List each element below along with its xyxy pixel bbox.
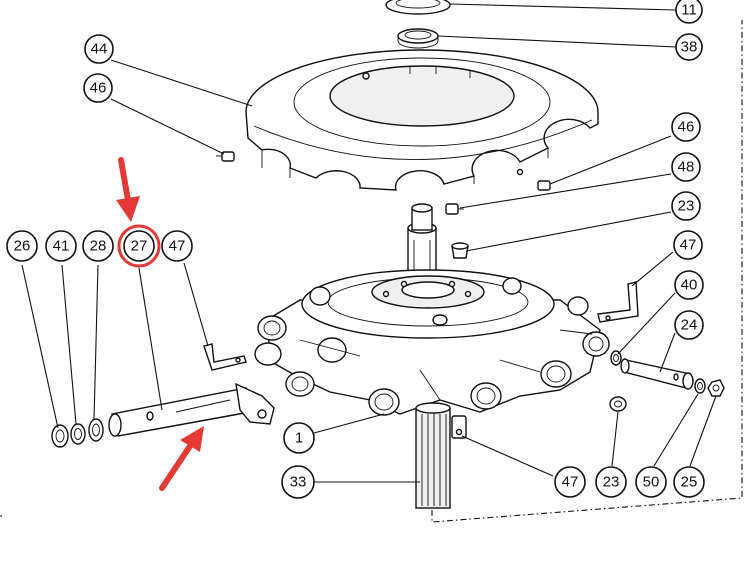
part-bushing-lower (609, 396, 627, 412)
part-grease-nipple (445, 203, 464, 215)
part-pin-right (620, 358, 694, 390)
callout-label: 47 (169, 238, 186, 255)
assembly-boundary (431, 20, 743, 523)
callout-circle (83, 73, 113, 103)
part-screw-right (537, 180, 551, 191)
callout-38: 38 (675, 33, 703, 61)
callout-28: 28 (82, 230, 114, 262)
callout-44: 44 (84, 34, 114, 64)
part-washer-40 (610, 350, 622, 366)
callout-1: 1 (283, 422, 315, 454)
callout-label: 41 (53, 238, 70, 255)
part-bearing-cap (385, 0, 451, 15)
callout-11: 11 (675, 0, 703, 24)
callout-47-left: 47 (161, 230, 193, 262)
callout-label: 50 (643, 474, 660, 491)
part-rotor-hub (254, 269, 610, 416)
callout-label: 27 (131, 238, 148, 255)
callout-circle (123, 230, 155, 262)
callout-circle (635, 466, 667, 498)
arrow-down-icon (116, 157, 140, 222)
callout-circle (281, 465, 315, 499)
callout-circle (82, 230, 114, 262)
callout-label: 24 (681, 317, 698, 334)
part-nut-25 (707, 379, 725, 397)
part-seal-ring (397, 28, 439, 49)
callout-label: 46 (90, 80, 107, 97)
highlight-annotations (116, 157, 204, 491)
part-washer-50 (694, 378, 706, 394)
callout-circle (673, 466, 705, 498)
callout-label: 40 (681, 277, 698, 294)
callout-label: 25 (681, 474, 698, 491)
callout-label: 11 (681, 2, 697, 19)
callout-circle (554, 466, 586, 498)
part-cover (245, 49, 599, 191)
callout-circle (671, 152, 701, 182)
callout-50: 50 (635, 466, 667, 498)
part-screw-left (216, 151, 235, 162)
callout-label: 48 (678, 159, 695, 176)
callout-48: 48 (671, 152, 701, 182)
leader-lines (21, 3, 717, 483)
part-lower-shaft (415, 402, 451, 509)
callout-circle (595, 466, 627, 498)
part-pivot-pin (108, 382, 275, 437)
callout-circle (674, 270, 704, 300)
callout-46-left: 46 (83, 73, 113, 103)
callout-circle (671, 112, 701, 142)
callout-label: 46 (678, 119, 695, 136)
callout-label: 44 (91, 41, 108, 58)
callout-circle (675, 0, 703, 24)
callout-46-right: 46 (671, 112, 701, 142)
callout-circle (674, 310, 704, 340)
callout-23-upper: 23 (671, 191, 701, 221)
callout-label: 1 (295, 430, 303, 447)
callout-circle (675, 33, 703, 61)
part-washer-28 (88, 418, 104, 442)
callout-33: 33 (281, 465, 315, 499)
callout-label: 23 (678, 198, 695, 215)
callout-circle (671, 191, 701, 221)
callout-25: 25 (673, 466, 705, 498)
callout-40: 40 (674, 270, 704, 300)
callout-circle (673, 230, 703, 260)
callout-27: 27 (123, 230, 155, 262)
callout-23-lower: 23 (595, 466, 627, 498)
part-washer-41 (70, 423, 86, 445)
highlight-ring (117, 224, 161, 268)
callout-circle (45, 230, 77, 262)
callout-circle (161, 230, 193, 262)
callout-label: 47 (680, 237, 697, 254)
callout-circle (283, 422, 315, 454)
callout-47-lower: 47 (554, 466, 586, 498)
callout-26: 26 (6, 230, 38, 262)
callout-label: 28 (90, 238, 107, 255)
part-clip-left (203, 343, 247, 371)
part-washer-26 (51, 424, 69, 448)
callout-label: 47 (562, 474, 579, 491)
callout-label: 33 (290, 474, 307, 491)
part-clip-lower (451, 415, 467, 439)
part-clip-right (597, 281, 639, 323)
callout-41: 41 (45, 230, 77, 262)
callout-label: 38 (681, 39, 698, 56)
callout-47-right: 47 (673, 230, 703, 260)
callout-circle (6, 230, 38, 262)
callout-circle (84, 34, 114, 64)
callout-label: 26 (14, 238, 31, 255)
callout-24: 24 (674, 310, 704, 340)
part-bushing-upper (451, 242, 469, 259)
callout-label: 23 (603, 474, 620, 491)
arrow-up-icon (159, 426, 204, 491)
